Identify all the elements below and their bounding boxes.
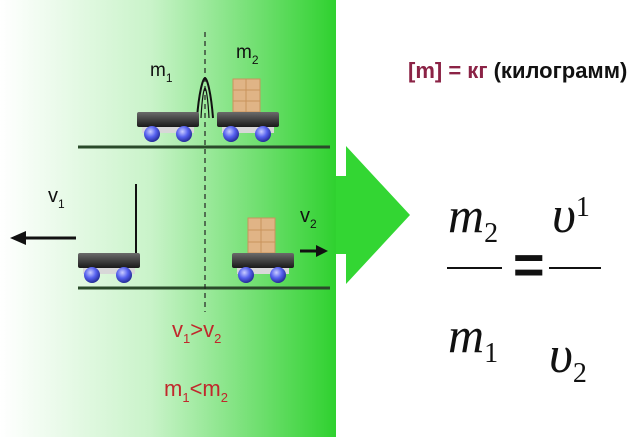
wheel-icon — [255, 126, 271, 142]
v2-label: v2 — [300, 205, 317, 231]
unit-note: [m] = кг (килограмм) — [408, 58, 627, 83]
top-cart-1 — [137, 112, 199, 142]
mass1-label: m1 — [150, 60, 173, 85]
wheel-icon — [176, 126, 192, 142]
big-arrow-icon — [336, 146, 410, 284]
wheel-icon — [238, 267, 254, 283]
wheel-icon — [270, 267, 286, 283]
formula-right-denominator: υ2 — [549, 327, 587, 389]
v1-arrow-icon — [10, 231, 76, 245]
formula-left-denominator: m1 — [448, 307, 498, 369]
spring-bumper — [196, 76, 214, 119]
formula-left-numerator: m2 — [448, 187, 498, 249]
formula-equals: = — [513, 235, 545, 295]
bottom-cart-1 — [78, 184, 140, 283]
mass-relation: m1<m2 — [164, 376, 228, 405]
wheel-icon — [84, 267, 100, 283]
v1-label: v1 — [48, 185, 65, 211]
wheel-icon — [223, 126, 239, 142]
formula-right-numerator: υ1 — [552, 187, 590, 244]
wheel-icon — [144, 126, 160, 142]
mass2-label: m2 — [236, 42, 259, 67]
top-cart-2 — [217, 78, 279, 142]
wheel-icon — [116, 267, 132, 283]
green-panel — [0, 0, 336, 437]
formula: m2 m1 = υ1 υ2 — [447, 187, 601, 389]
velocity-relation: v1>v2 — [172, 317, 221, 346]
bottom-cart-2 — [232, 217, 294, 283]
v2-arrow-icon — [300, 245, 328, 257]
